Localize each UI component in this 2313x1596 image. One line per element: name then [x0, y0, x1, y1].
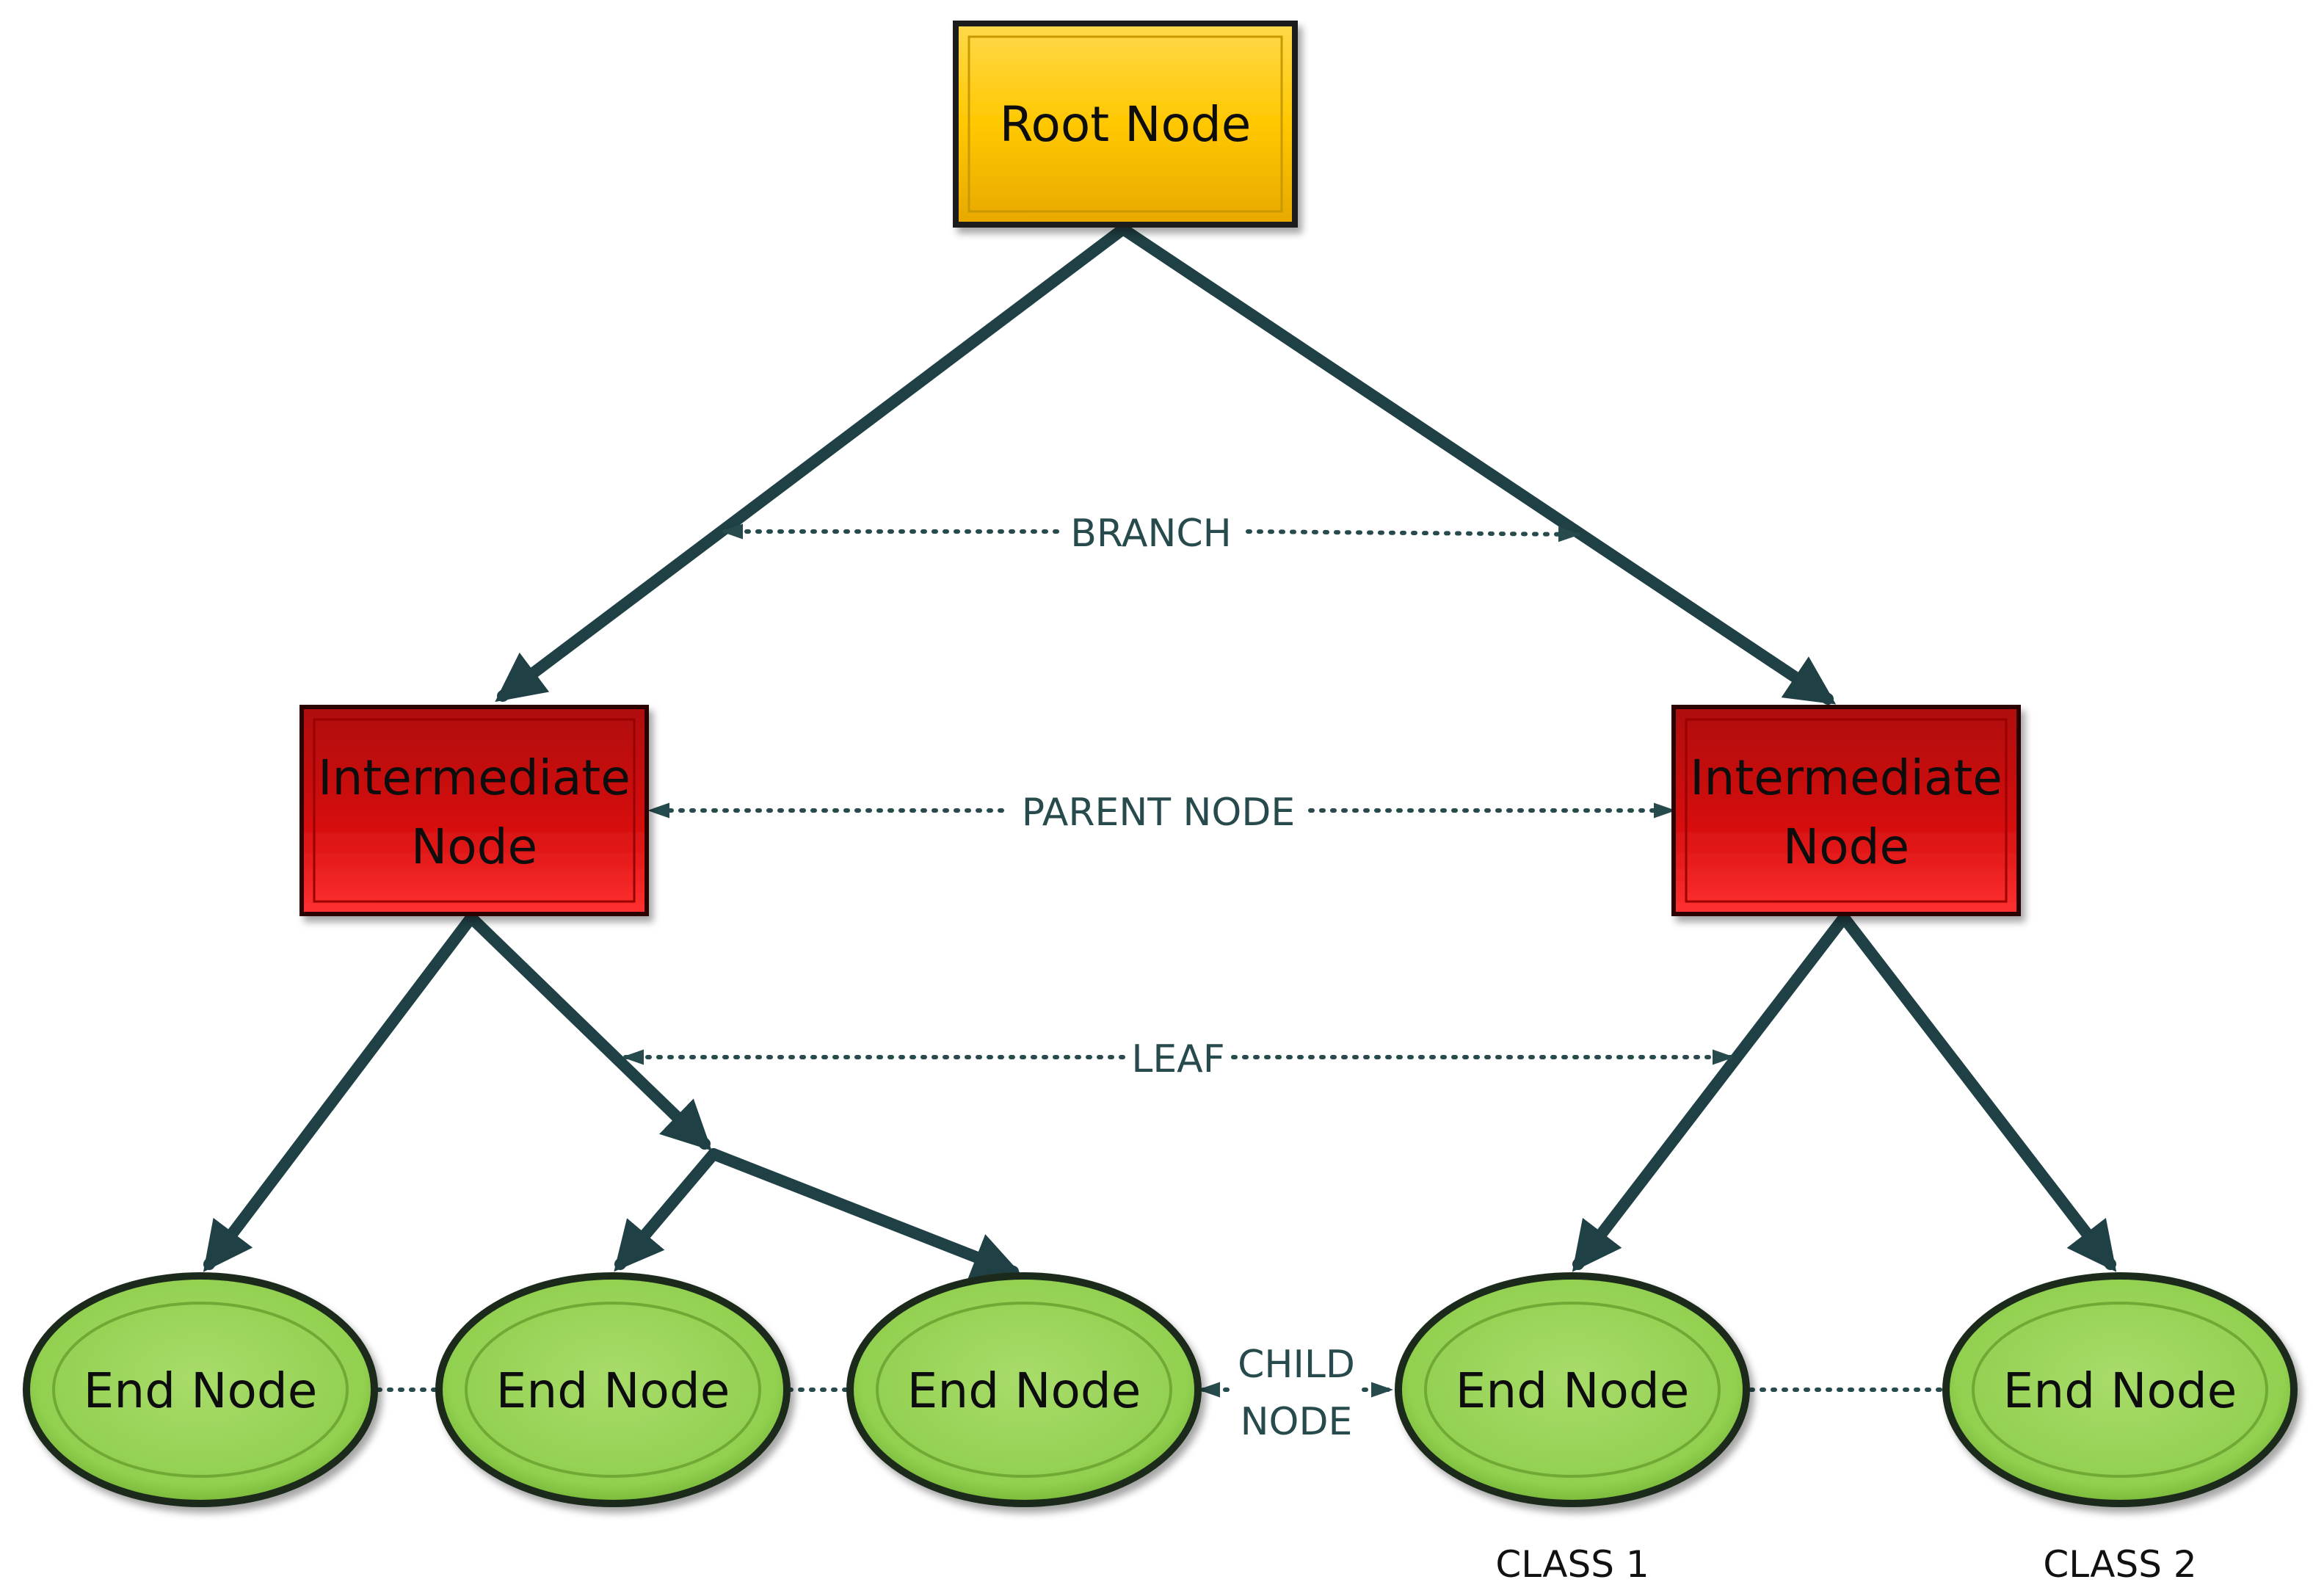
edge-root-to-intermediate-right: [1117, 223, 1837, 705]
edges: [203, 223, 2117, 1280]
end-node-1-label: End Node: [84, 1363, 318, 1419]
edge-right-to-end-5: [1838, 912, 2117, 1272]
edge-right-to-end-4: [1572, 912, 1850, 1272]
leaf-label: LEAF: [1131, 1037, 1224, 1081]
class-1-label: CLASS 1: [1495, 1543, 1649, 1586]
intermediate-left-line2: Node: [411, 819, 537, 875]
annotation-labels: BRANCH PARENT NODE LEAF CHILD NODE: [1022, 512, 1355, 1444]
edge-split-to-end-2: [614, 1148, 719, 1272]
class-2-label: CLASS 2: [2043, 1543, 2196, 1586]
branch-label: BRANCH: [1070, 512, 1232, 556]
child-node-label-line1: CHILD: [1238, 1343, 1355, 1387]
intermediate-left-line1: Intermediate: [318, 750, 631, 806]
end-node-2-label: End Node: [496, 1363, 730, 1419]
intermediate-node-left: Intermediate Node: [299, 705, 649, 916]
end-node-5: End Node: [1942, 1272, 2298, 1507]
parent-node-label: PARENT NODE: [1022, 791, 1296, 835]
end-node-2: End Node: [435, 1272, 791, 1507]
edge-left-to-end-1: [203, 912, 477, 1272]
edge-root-to-intermediate-left: [495, 223, 1129, 703]
end-node-3: End Node: [846, 1272, 1202, 1507]
root-node-label: Root Node: [1000, 96, 1252, 153]
intermediate-right-line2: Node: [1783, 819, 1909, 875]
child-node-label-line2: NODE: [1241, 1400, 1353, 1444]
end-node-5-label: End Node: [2003, 1363, 2237, 1419]
edge-left-to-split: [465, 912, 712, 1151]
end-node-4: End Node: [1395, 1272, 1750, 1507]
annotation-connectors: [376, 523, 1944, 1398]
intermediate-right-line1: Intermediate: [1690, 750, 2002, 806]
end-node-1: End Node: [23, 1272, 378, 1507]
end-node-3-label: End Node: [907, 1363, 1141, 1419]
end-node-4-label: End Node: [1456, 1363, 1690, 1419]
root-node: Root Node: [953, 21, 1298, 228]
branch-connector-right: [1246, 526, 1580, 543]
edge-split-to-end-3: [708, 1148, 1023, 1280]
intermediate-node-right: Intermediate Node: [1671, 705, 2021, 916]
